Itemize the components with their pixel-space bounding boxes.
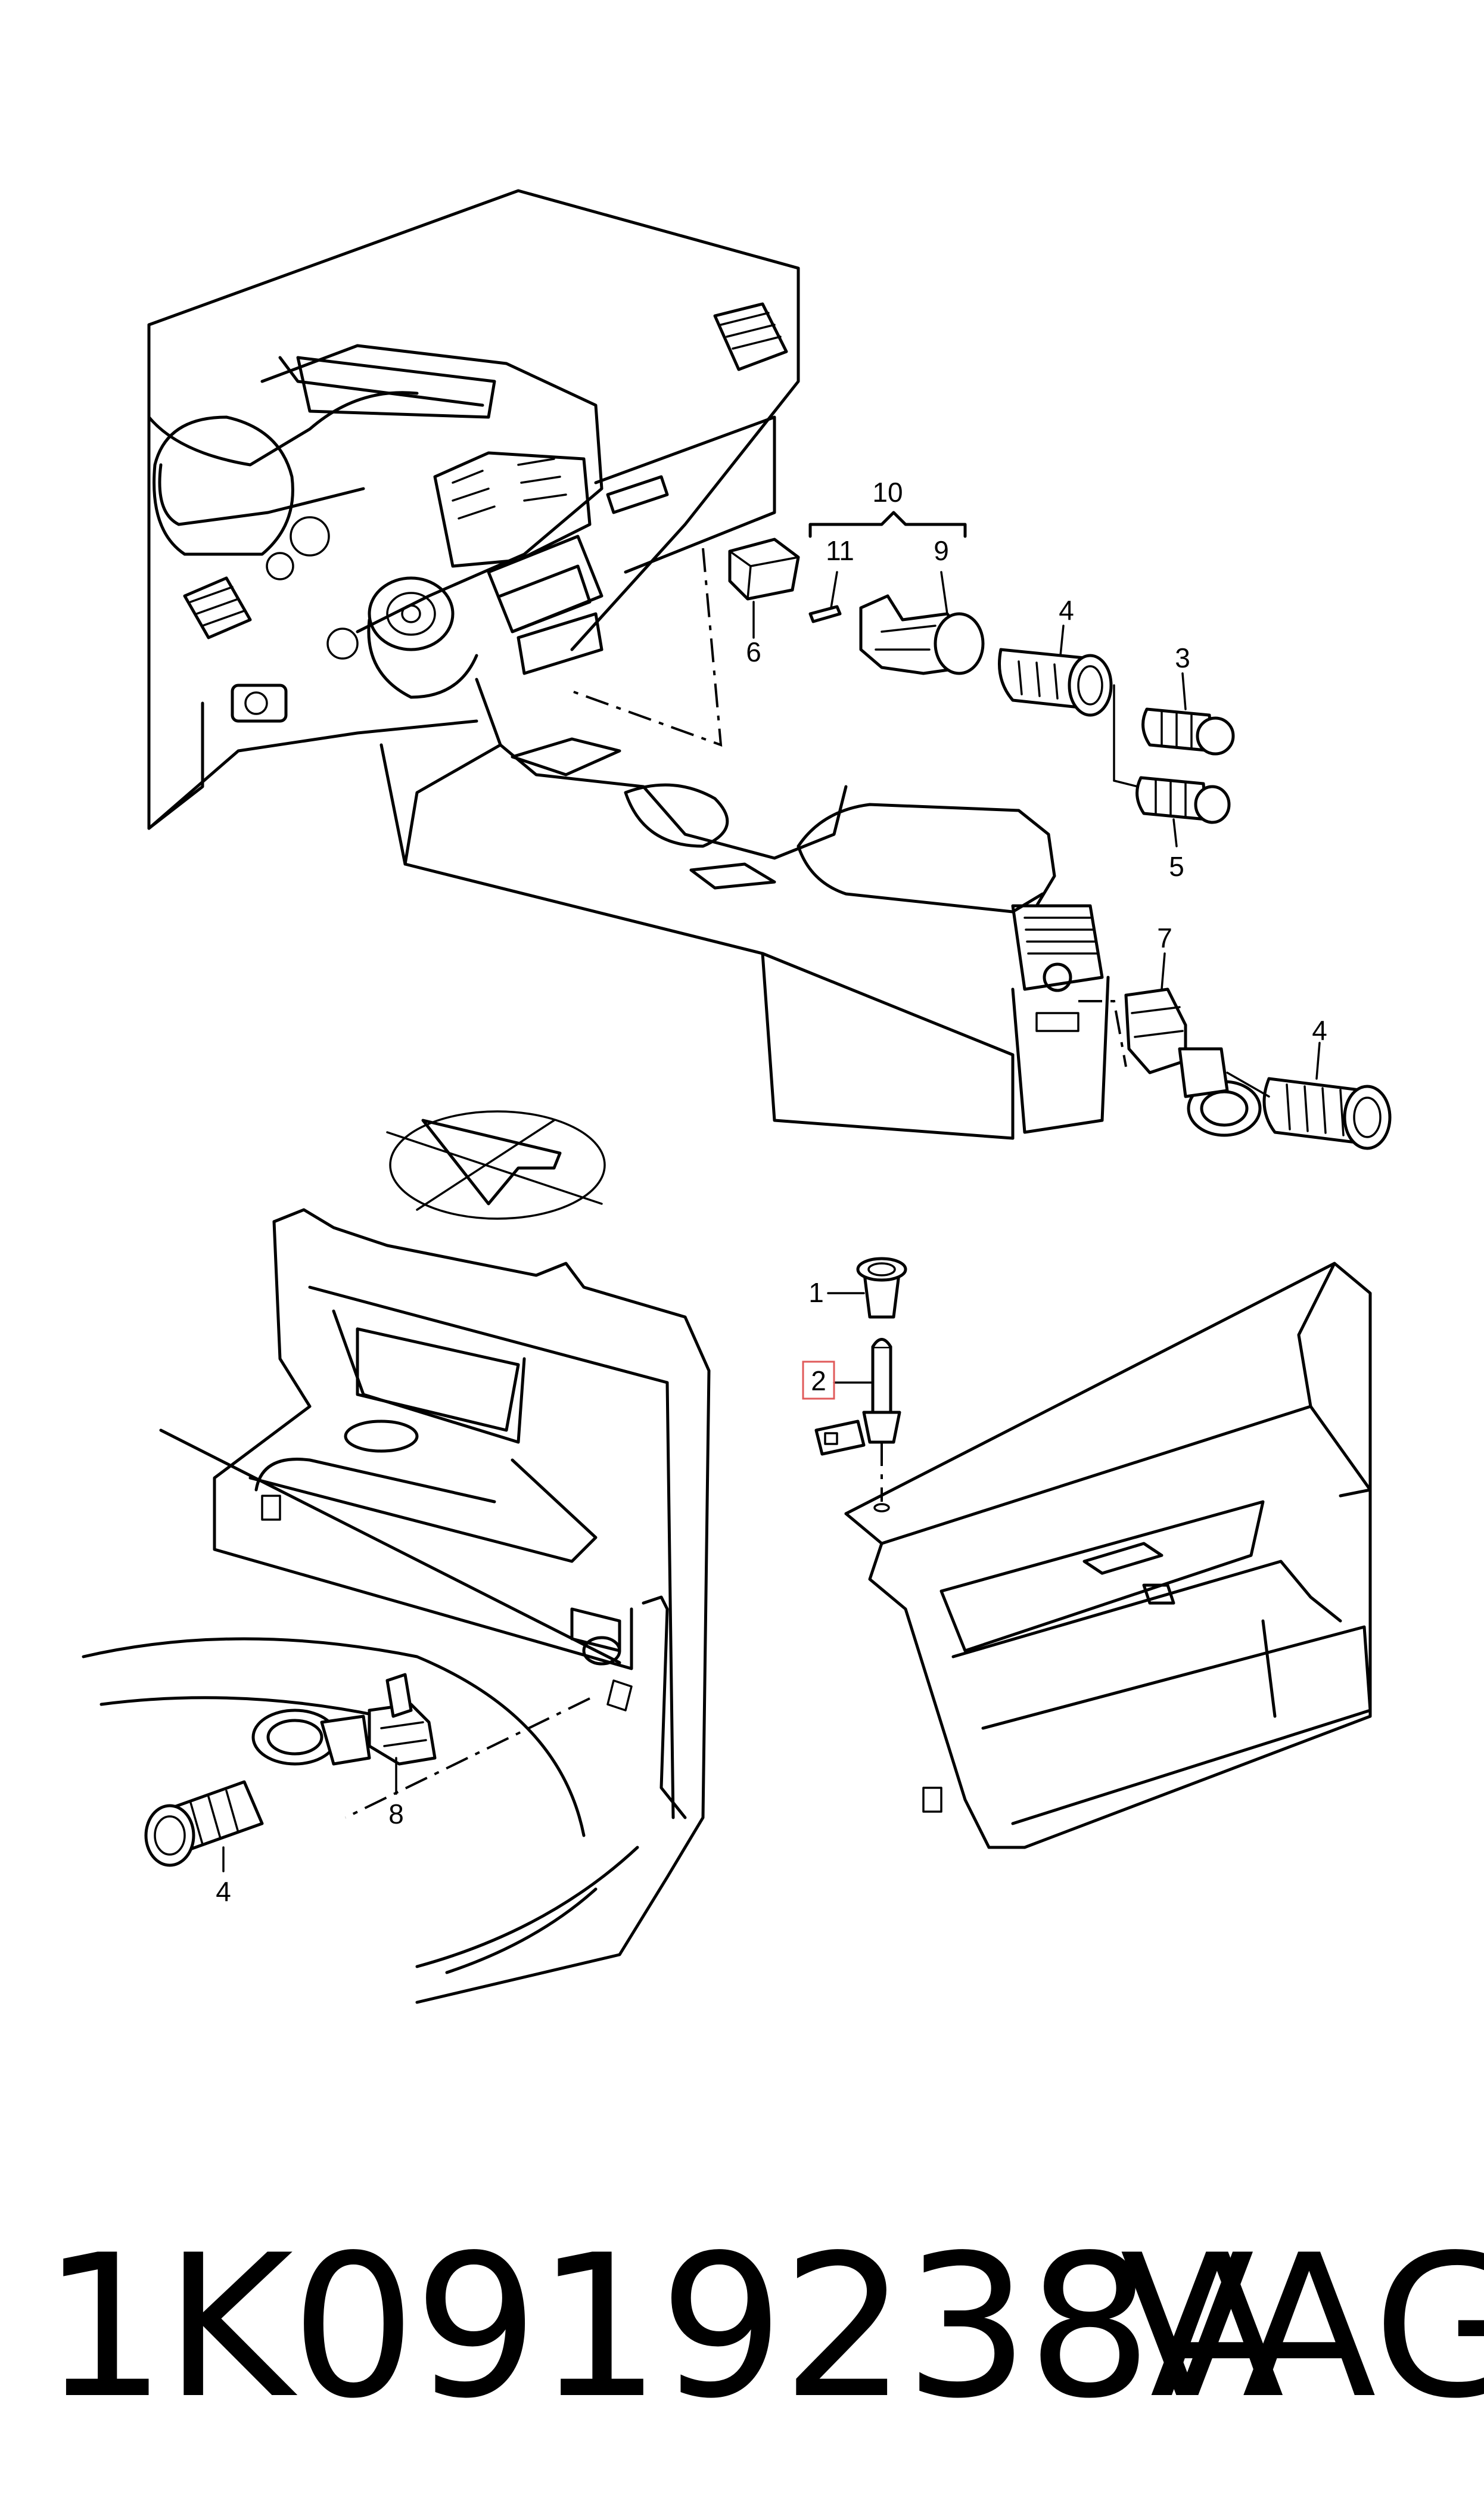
callout-11: 11 — [826, 535, 854, 566]
part-4-socket-top — [998, 625, 1115, 782]
callout-8: 8 — [388, 1799, 404, 1830]
parts-diagram: 10 11 9 6 4 3 5 7 4 1 2 8 4 — [82, 189, 1392, 2004]
part-8-bracket — [368, 1673, 437, 1795]
socket-cap-bottom — [251, 1709, 371, 1766]
part-10-bracket — [808, 511, 967, 538]
callout-2-highlight — [802, 1361, 835, 1400]
callout-4-bottom: 4 — [216, 1876, 231, 1907]
part-7-bracket — [1124, 952, 1187, 1074]
center-console-illustration — [379, 678, 1110, 1140]
dashboard-illustration — [147, 189, 800, 830]
part-9-socket-housing — [859, 571, 985, 675]
part-4-socket-bottom — [144, 1780, 264, 1872]
brand-label: VAG — [1120, 2213, 1484, 2442]
callout-3: 3 — [1175, 642, 1190, 673]
rear-door-panel-illustration — [82, 1208, 711, 2004]
callout-4-mid: 4 — [1312, 1015, 1327, 1046]
socket-cap-mid — [1178, 1047, 1262, 1137]
part-2-button-switch — [814, 1338, 901, 1512]
part-3-lighter-element — [1141, 672, 1235, 756]
part-6-connector — [728, 538, 800, 639]
part-number: 1K0919238A — [42, 2213, 1284, 2442]
callout-2: 2 — [811, 1365, 826, 1396]
callout-9: 9 — [934, 535, 949, 566]
part-5-plug — [1113, 776, 1231, 847]
front-door-panel-illustration — [844, 1262, 1372, 1849]
callout-7: 7 — [1157, 923, 1172, 953]
part-11-pin — [808, 571, 842, 623]
orientation-arrow — [386, 1110, 606, 1220]
callout-1: 1 — [808, 1277, 824, 1308]
callout-labels: 10 11 9 6 4 3 5 7 4 1 2 8 4 — [216, 477, 1327, 1907]
callout-6: 6 — [746, 636, 761, 667]
callout-4-top: 4 — [1059, 595, 1074, 626]
part-1-grommet — [827, 1257, 907, 1319]
callout-5: 5 — [1169, 851, 1184, 882]
part-4-socket-mid — [1226, 1042, 1392, 1150]
callout-10: 10 — [872, 477, 903, 508]
